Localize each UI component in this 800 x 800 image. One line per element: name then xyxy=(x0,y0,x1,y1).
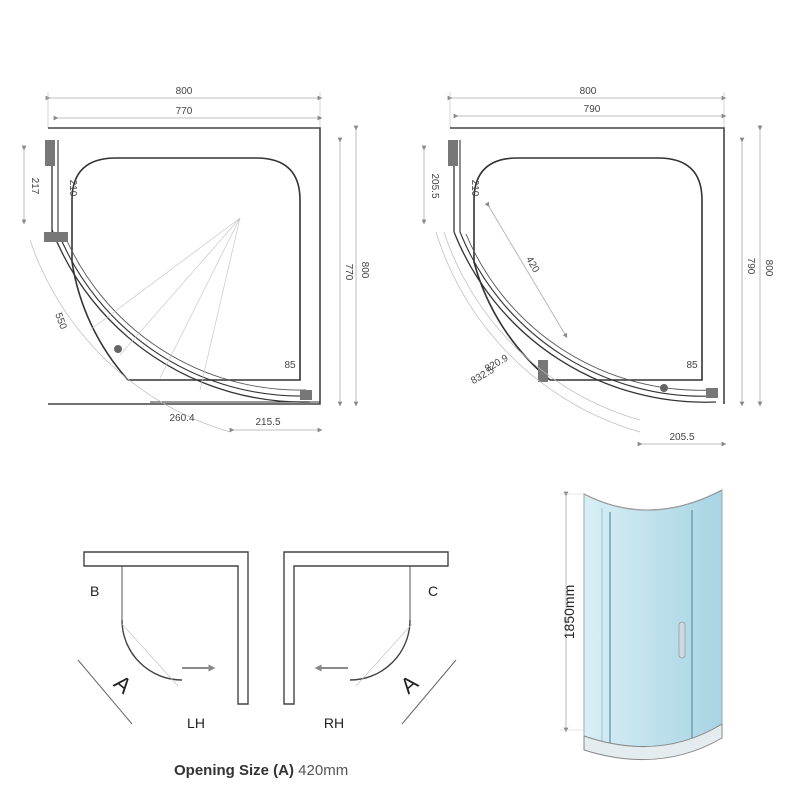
door-lh-wall-label: B xyxy=(90,583,99,599)
dim-depth-outer-right: 800 xyxy=(763,260,774,277)
door-rh-hand-label: RH xyxy=(324,715,344,731)
dim-side-small-left: 210 xyxy=(67,180,78,197)
roller-icon xyxy=(114,345,122,353)
door-diagram-lh: B A LH xyxy=(77,551,249,731)
dim-corner-left: 85 xyxy=(284,360,296,371)
handle-icon xyxy=(44,232,68,242)
dim-depth-inner-left: 770 xyxy=(343,264,354,281)
dim-radius-left: 550 xyxy=(52,311,68,331)
dim-depth-outer-left: 800 xyxy=(359,262,370,279)
door-handle-icon xyxy=(678,621,686,659)
enclosure-height-label: 1850mm xyxy=(561,585,577,639)
caption-label: Opening Size (A) xyxy=(174,762,294,779)
dim-width-inner-left: 770 xyxy=(176,106,193,117)
door-rh-opening-label: A xyxy=(396,670,424,699)
dim-bottom-right: 205.5 xyxy=(669,432,694,443)
enclosure-elevation: 1850mm xyxy=(560,489,723,761)
dim-side-panel-right: 205.5 xyxy=(429,173,440,198)
dim-side-small-right: 210 xyxy=(469,180,480,197)
dim-depth-inner-right: 790 xyxy=(745,258,756,275)
opening-size-caption: Opening Size (A) 420mm xyxy=(174,762,348,779)
dim-radius-right: 420 xyxy=(523,255,541,275)
roller-icon-right xyxy=(660,384,668,392)
hinge-icon-right xyxy=(448,140,458,166)
end-cap-icon xyxy=(300,390,312,400)
door-lh-hand-label: LH xyxy=(187,715,205,731)
dim-arc-b-left: 215.5 xyxy=(255,417,280,428)
plan-view-right: 800 790 420 790 800 205.5 210 820.9 832.… xyxy=(421,86,774,447)
plan-view-left: 800 770 770 800 xyxy=(21,86,370,433)
caption-value: 420mm xyxy=(298,762,349,779)
door-diagram-rh: C A RH xyxy=(283,551,457,731)
dim-width-outer-left: 800 xyxy=(176,86,193,97)
dim-side-panel-left: 217 xyxy=(29,178,40,195)
dim-width-inner-right: 790 xyxy=(584,104,601,115)
dim-arc-a-left: 260.4 xyxy=(169,413,194,424)
dim-width-outer-right: 800 xyxy=(580,86,597,97)
dim-arc-b-right: 832.5 xyxy=(469,365,497,387)
door-lh-opening-label: A xyxy=(109,670,137,699)
door-rh-wall-label: C xyxy=(428,583,438,599)
hinge-icon xyxy=(45,140,55,166)
end-cap-icon-right xyxy=(706,388,718,398)
dim-corner-right: 85 xyxy=(686,360,698,371)
